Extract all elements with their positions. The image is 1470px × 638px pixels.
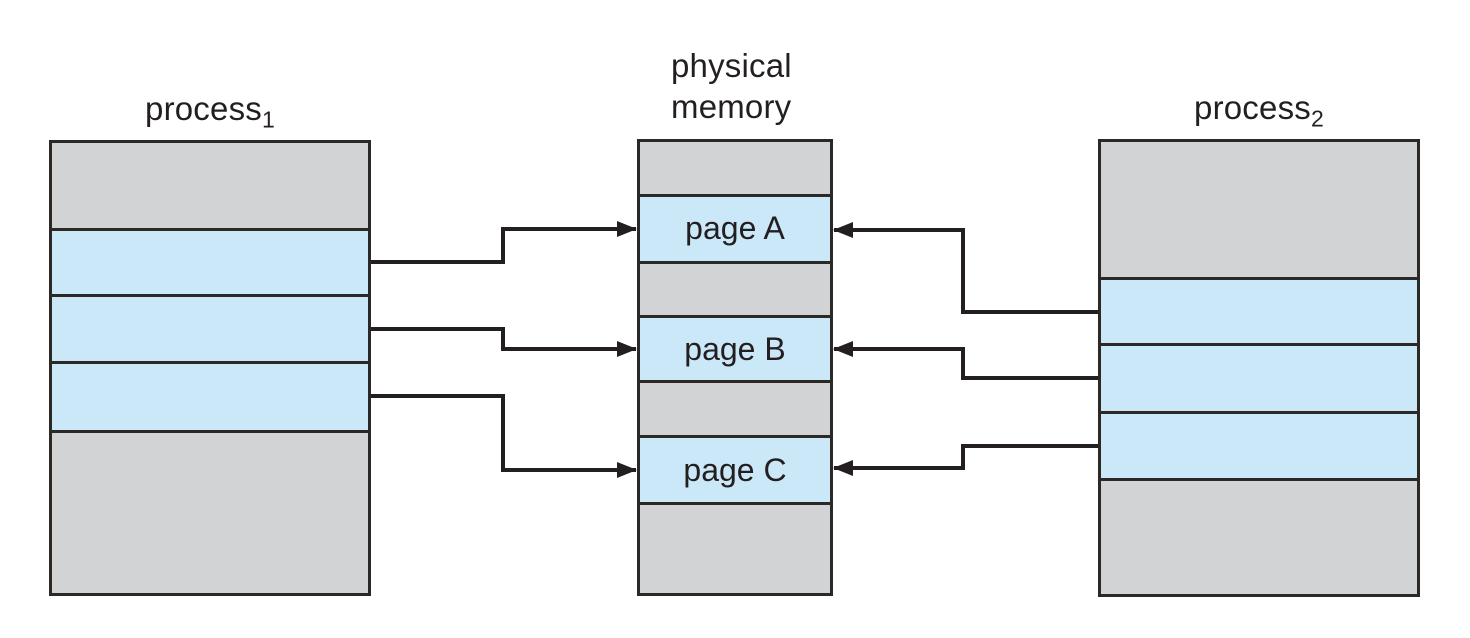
process2-column [1098, 139, 1420, 597]
process1-title-subscript: 1 [261, 106, 275, 133]
physical-memory-segment-5-page-c: page C [640, 435, 830, 502]
process2-segment-2 [1101, 342, 1417, 412]
process2-segment-1 [1101, 276, 1417, 343]
arrow-process1-to-page-b [371, 327, 637, 357]
process1-segment-4 [52, 429, 368, 593]
page-label: page A [685, 210, 785, 247]
physical-memory-title-line1: physical [671, 47, 792, 84]
process1-column [49, 140, 371, 596]
page-label: page C [683, 451, 787, 488]
process1-title-text: process [145, 90, 262, 127]
process1-segment-2 [52, 293, 368, 362]
process2-segment-0 [1101, 142, 1417, 277]
process2-segment-3 [1101, 411, 1417, 478]
process2-title-text: process [1194, 89, 1311, 126]
arrow-process2-to-page-b [833, 341, 1098, 380]
page-label: page B [684, 330, 786, 367]
process1-segment-1 [52, 227, 368, 294]
physical-memory-title: physical memory [637, 45, 867, 127]
arrow-process2-to-page-a [833, 222, 1098, 314]
process2-title-subscript: 2 [1310, 105, 1324, 132]
process1-segment-0 [52, 143, 368, 228]
process2-segment-4 [1101, 477, 1417, 594]
process1-title: process1 [49, 90, 371, 131]
physical-memory-column: page A page B page C [637, 139, 833, 596]
physical-memory-segment-1-page-a: page A [640, 194, 830, 261]
physical-memory-segment-0 [640, 142, 830, 195]
physical-memory-segment-2 [640, 260, 830, 315]
arrow-process1-to-page-c [371, 394, 637, 478]
arrow-process2-to-page-c [833, 444, 1098, 476]
physical-memory-segment-3-page-b: page B [640, 314, 830, 381]
arrow-process1-to-page-a [371, 221, 637, 264]
process2-title: process2 [1098, 89, 1420, 130]
physical-memory-segment-4 [640, 380, 830, 436]
process1-segment-3 [52, 361, 368, 430]
physical-memory-title-line2: memory [671, 88, 792, 125]
physical-memory-segment-6 [640, 501, 830, 593]
